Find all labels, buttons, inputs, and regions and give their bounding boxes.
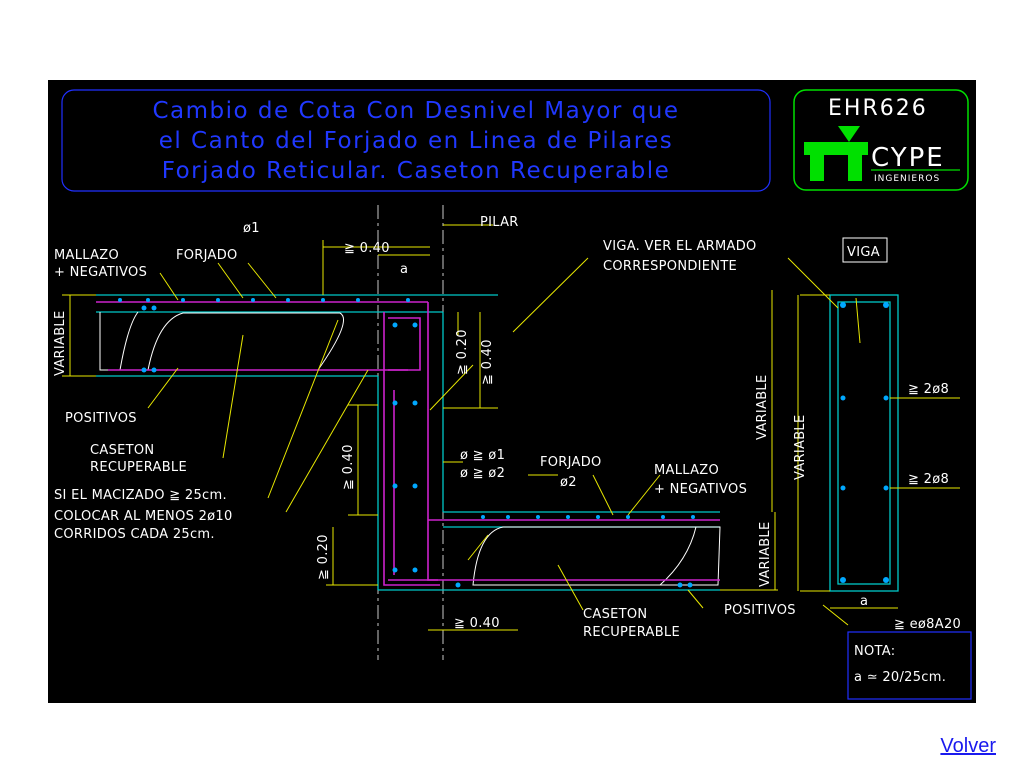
nota-box <box>847 631 972 700</box>
label-recuperable-right: RECUPERABLE <box>583 625 680 640</box>
label-ge040-column: ≧ 0.40 <box>341 444 356 490</box>
title-line-1: Cambio de Cota Con Desnivel Mayor que <box>152 98 679 124</box>
volver-link[interactable]: Volver <box>940 735 996 757</box>
label-estribo: ≧ eø8A20 <box>894 617 961 632</box>
label-caseton-right: CASETON <box>583 607 647 622</box>
label-colocar: COLOCAR AL MENOS 2ø10 <box>54 509 233 524</box>
dimension-lines <box>62 224 960 631</box>
label-caseton-left: CASETON <box>90 443 154 458</box>
logo-beam-icon <box>804 142 868 155</box>
label-forjado-left: FORJADO <box>176 248 238 263</box>
structure-outline <box>96 294 899 592</box>
logo-triangle-icon <box>838 126 860 142</box>
title-line-2: el Canto del Forjado en Linea de Pilares <box>159 128 674 154</box>
label-correspondiente: CORRESPONDIENTE <box>603 259 737 274</box>
logo-post-right-icon <box>848 155 862 181</box>
label-2phi8-upper: ≧ 2ø8 <box>908 382 949 397</box>
label-pilar: PILAR <box>480 215 519 230</box>
logo-brand: CYPE <box>871 143 945 173</box>
cype-logo: EHR626 CYPE INGENIEROS <box>793 89 969 191</box>
label-viga-box: VIGA <box>847 245 880 260</box>
label-mallazo-right: MALLAZO <box>654 463 719 478</box>
logo-sub: INGENIEROS <box>874 174 940 184</box>
label-negativos-left: + NEGATIVOS <box>54 265 147 280</box>
label-2phi8-lower: ≧ 2ø8 <box>908 472 949 487</box>
cad-drawing: Cambio de Cota Con Desnivel Mayor que el… <box>48 80 976 703</box>
label-ge020-vertical: ≧ 0.20 <box>455 329 470 375</box>
label-forjado-right: FORJADO <box>540 455 602 470</box>
logo-code: EHR626 <box>828 96 928 121</box>
label-variable-right-3: VARIABLE <box>793 415 808 481</box>
label-recuperable-left: RECUPERABLE <box>90 460 187 475</box>
label-ge020-lower: ≧ 0.20 <box>316 534 331 580</box>
logo-frame <box>793 89 969 191</box>
title-frame <box>61 89 771 192</box>
rebar-lines <box>96 301 720 586</box>
label-phi1: ø1 <box>243 221 260 236</box>
label-positivos-left: POSITIVOS <box>65 411 137 426</box>
caseton-shapes <box>99 311 721 586</box>
label-mallazo-left: MALLAZO <box>54 248 119 263</box>
label-ge040-top: ≧ 0.40 <box>344 241 390 256</box>
label-negativos-right: + NEGATIVOS <box>654 482 747 497</box>
label-si-el-macizado: SI EL MACIZADO ≧ 25cm. <box>54 488 227 503</box>
label-viga-ver: VIGA. VER EL ARMADO <box>603 239 757 254</box>
rebar-dots <box>118 298 889 588</box>
title-line-3: Forjado Reticular. Caseton Recuperable <box>162 158 671 184</box>
label-variable-left: VARIABLE <box>53 311 68 377</box>
viga-label-box <box>842 237 888 263</box>
detail-diagram: Cambio de Cota Con Desnivel Mayor que el… <box>53 89 972 700</box>
label-nota: NOTA: <box>854 644 895 659</box>
logo-post-left-icon <box>810 155 824 181</box>
label-ge040-bottom: ≧ 0.40 <box>454 616 500 631</box>
label-phi2: ø2 <box>560 475 577 490</box>
label-variable-right-1: VARIABLE <box>755 375 770 441</box>
label-positivos-right: POSITIVOS <box>724 603 796 618</box>
label-phi-ge-phi2: ø ≧ ø2 <box>460 466 505 481</box>
label-phi-ge-phi1: ø ≧ ø1 <box>460 448 505 463</box>
label-a-top: a <box>400 262 408 277</box>
label-ge040-vertical: ≧ 0.40 <box>480 339 495 385</box>
pilar-axis-lines <box>377 205 444 660</box>
label-a-beam: a <box>860 594 868 609</box>
label-variable-right-2: VARIABLE <box>758 522 773 588</box>
label-nota-value: a ≃ 20/25cm. <box>854 670 946 685</box>
label-corridos: CORRIDOS CADA 25cm. <box>54 527 215 542</box>
